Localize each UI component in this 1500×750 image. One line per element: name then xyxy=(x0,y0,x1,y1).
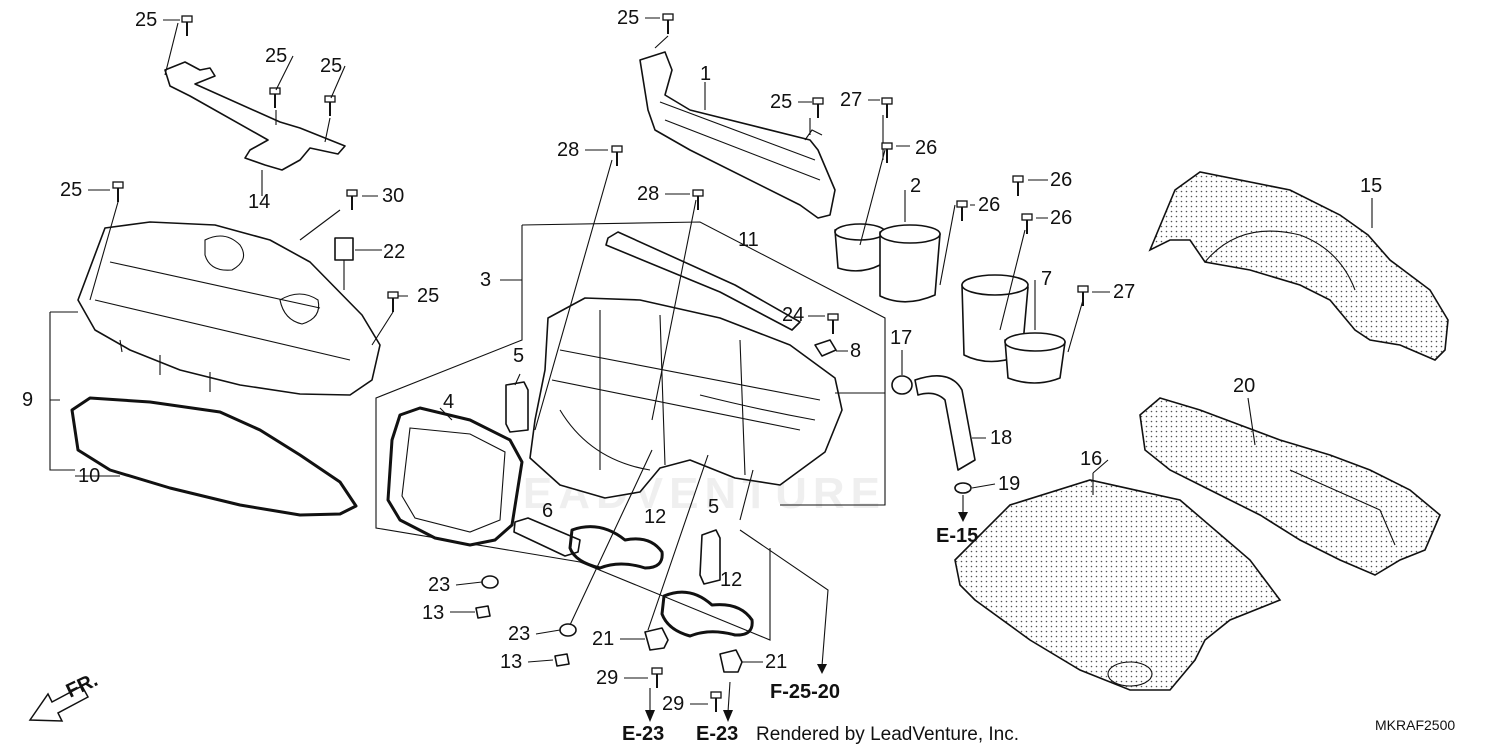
callout-7: 7 xyxy=(1041,268,1052,290)
callout-25: 25 xyxy=(417,285,439,307)
callout-3: 3 xyxy=(480,269,491,291)
cover-part-16 xyxy=(954,479,1282,691)
callout-25: 25 xyxy=(320,55,342,77)
cover-part-20 xyxy=(1139,397,1441,576)
callout-16: 16 xyxy=(1080,448,1102,470)
sensor-part-21-right xyxy=(719,649,743,673)
gasket-part-12-lower xyxy=(660,590,754,638)
callout-leaders xyxy=(50,17,1110,705)
callout-18: 18 xyxy=(990,427,1012,449)
grommet-part-23-right xyxy=(559,623,577,637)
front-direction-arrow-icon: FR. xyxy=(28,669,101,722)
callout-12: 12 xyxy=(644,506,666,528)
callout-26: 26 xyxy=(978,194,1000,216)
callout-4: 4 xyxy=(443,391,454,413)
foam-strip-part-6 xyxy=(513,517,581,557)
reference-arrows xyxy=(645,512,968,722)
cover-part-15 xyxy=(1148,171,1449,361)
callout-2: 2 xyxy=(910,175,921,197)
callout-12: 12 xyxy=(720,569,742,591)
callout-20: 20 xyxy=(1233,375,1255,397)
callout-13: 13 xyxy=(422,602,444,624)
callout-9: 9 xyxy=(22,389,33,411)
reference-e23-right: E-23 xyxy=(696,723,738,745)
air-cleaner-cover-part-9 xyxy=(77,221,381,396)
tube-part-18 xyxy=(914,374,976,471)
callout-29: 29 xyxy=(596,667,618,689)
reference-e23-left: E-23 xyxy=(622,723,664,745)
callout-29: 29 xyxy=(662,693,684,715)
collar-part-13-right xyxy=(554,653,570,667)
reference-f2520: F-25-20 xyxy=(770,681,840,703)
callout-25: 25 xyxy=(60,179,82,201)
callout-6: 6 xyxy=(542,500,553,522)
air-cleaner-case-assembly xyxy=(375,159,886,673)
callout-27: 27 xyxy=(1113,281,1135,303)
air-cleaner-case-part-3 xyxy=(529,297,843,499)
callout-28: 28 xyxy=(557,139,579,161)
callout-14: 14 xyxy=(248,191,270,213)
callout-24: 24 xyxy=(782,304,804,326)
air-cleaner-cover-assembly xyxy=(49,61,382,517)
callout-1: 1 xyxy=(700,63,711,85)
callout-25: 25 xyxy=(265,45,287,67)
callout-27: 27 xyxy=(840,89,862,111)
callout-26: 26 xyxy=(1050,169,1072,191)
callout-21: 21 xyxy=(765,651,787,673)
clamp-part-17 xyxy=(891,375,913,395)
breather-tube-assembly xyxy=(891,350,985,515)
element-frame-part-4 xyxy=(386,406,524,547)
callout-26: 26 xyxy=(915,137,937,159)
intake-duct-part-1 xyxy=(639,51,836,219)
collar-part-13-left xyxy=(475,605,491,619)
reference-e15: E-15 xyxy=(936,525,978,547)
funnel-part-7 xyxy=(961,274,1066,384)
sensor-part-21-left xyxy=(644,627,669,651)
cover-gasket-part-10 xyxy=(70,396,358,517)
grommet-part-23-left xyxy=(481,575,499,589)
diagram-code: MKRAF2500 xyxy=(1375,717,1455,733)
credit-text: Rendered by LeadVenture, Inc. xyxy=(756,724,1019,745)
gasket-part-12-upper xyxy=(568,525,664,570)
callout-15: 15 xyxy=(1360,175,1382,197)
callout-25: 25 xyxy=(770,91,792,113)
callout-25: 25 xyxy=(617,7,639,29)
bracket-part-14 xyxy=(164,61,346,171)
stud-part-22 xyxy=(334,237,354,261)
callout-19: 19 xyxy=(998,473,1020,495)
foam-block-part-5-left xyxy=(505,381,529,433)
callout-13: 13 xyxy=(500,651,522,673)
callout-26: 26 xyxy=(1050,207,1072,229)
callout-labels: 25 25 25 25 30 22 25 14 9 10 25 1 25 27 … xyxy=(22,7,1382,715)
callout-30: 30 xyxy=(382,185,404,207)
seal-strip-part-11 xyxy=(605,231,801,331)
fasteners xyxy=(89,13,1089,713)
callout-25: 25 xyxy=(135,9,157,31)
intake-duct-assembly xyxy=(639,51,1084,384)
funnel-part-2 xyxy=(834,223,941,303)
callout-22: 22 xyxy=(383,241,405,263)
callout-23: 23 xyxy=(508,623,530,645)
callout-28: 28 xyxy=(637,183,659,205)
callout-8: 8 xyxy=(850,340,861,362)
callout-21: 21 xyxy=(592,628,614,650)
callout-5: 5 xyxy=(708,496,719,518)
foam-block-part-5-right xyxy=(699,529,721,585)
callout-5: 5 xyxy=(513,345,524,367)
callout-11: 11 xyxy=(738,229,759,251)
callout-23: 23 xyxy=(428,574,450,596)
clip-part-19 xyxy=(954,482,972,494)
clip-part-8 xyxy=(814,339,837,357)
callout-17: 17 xyxy=(890,327,912,349)
